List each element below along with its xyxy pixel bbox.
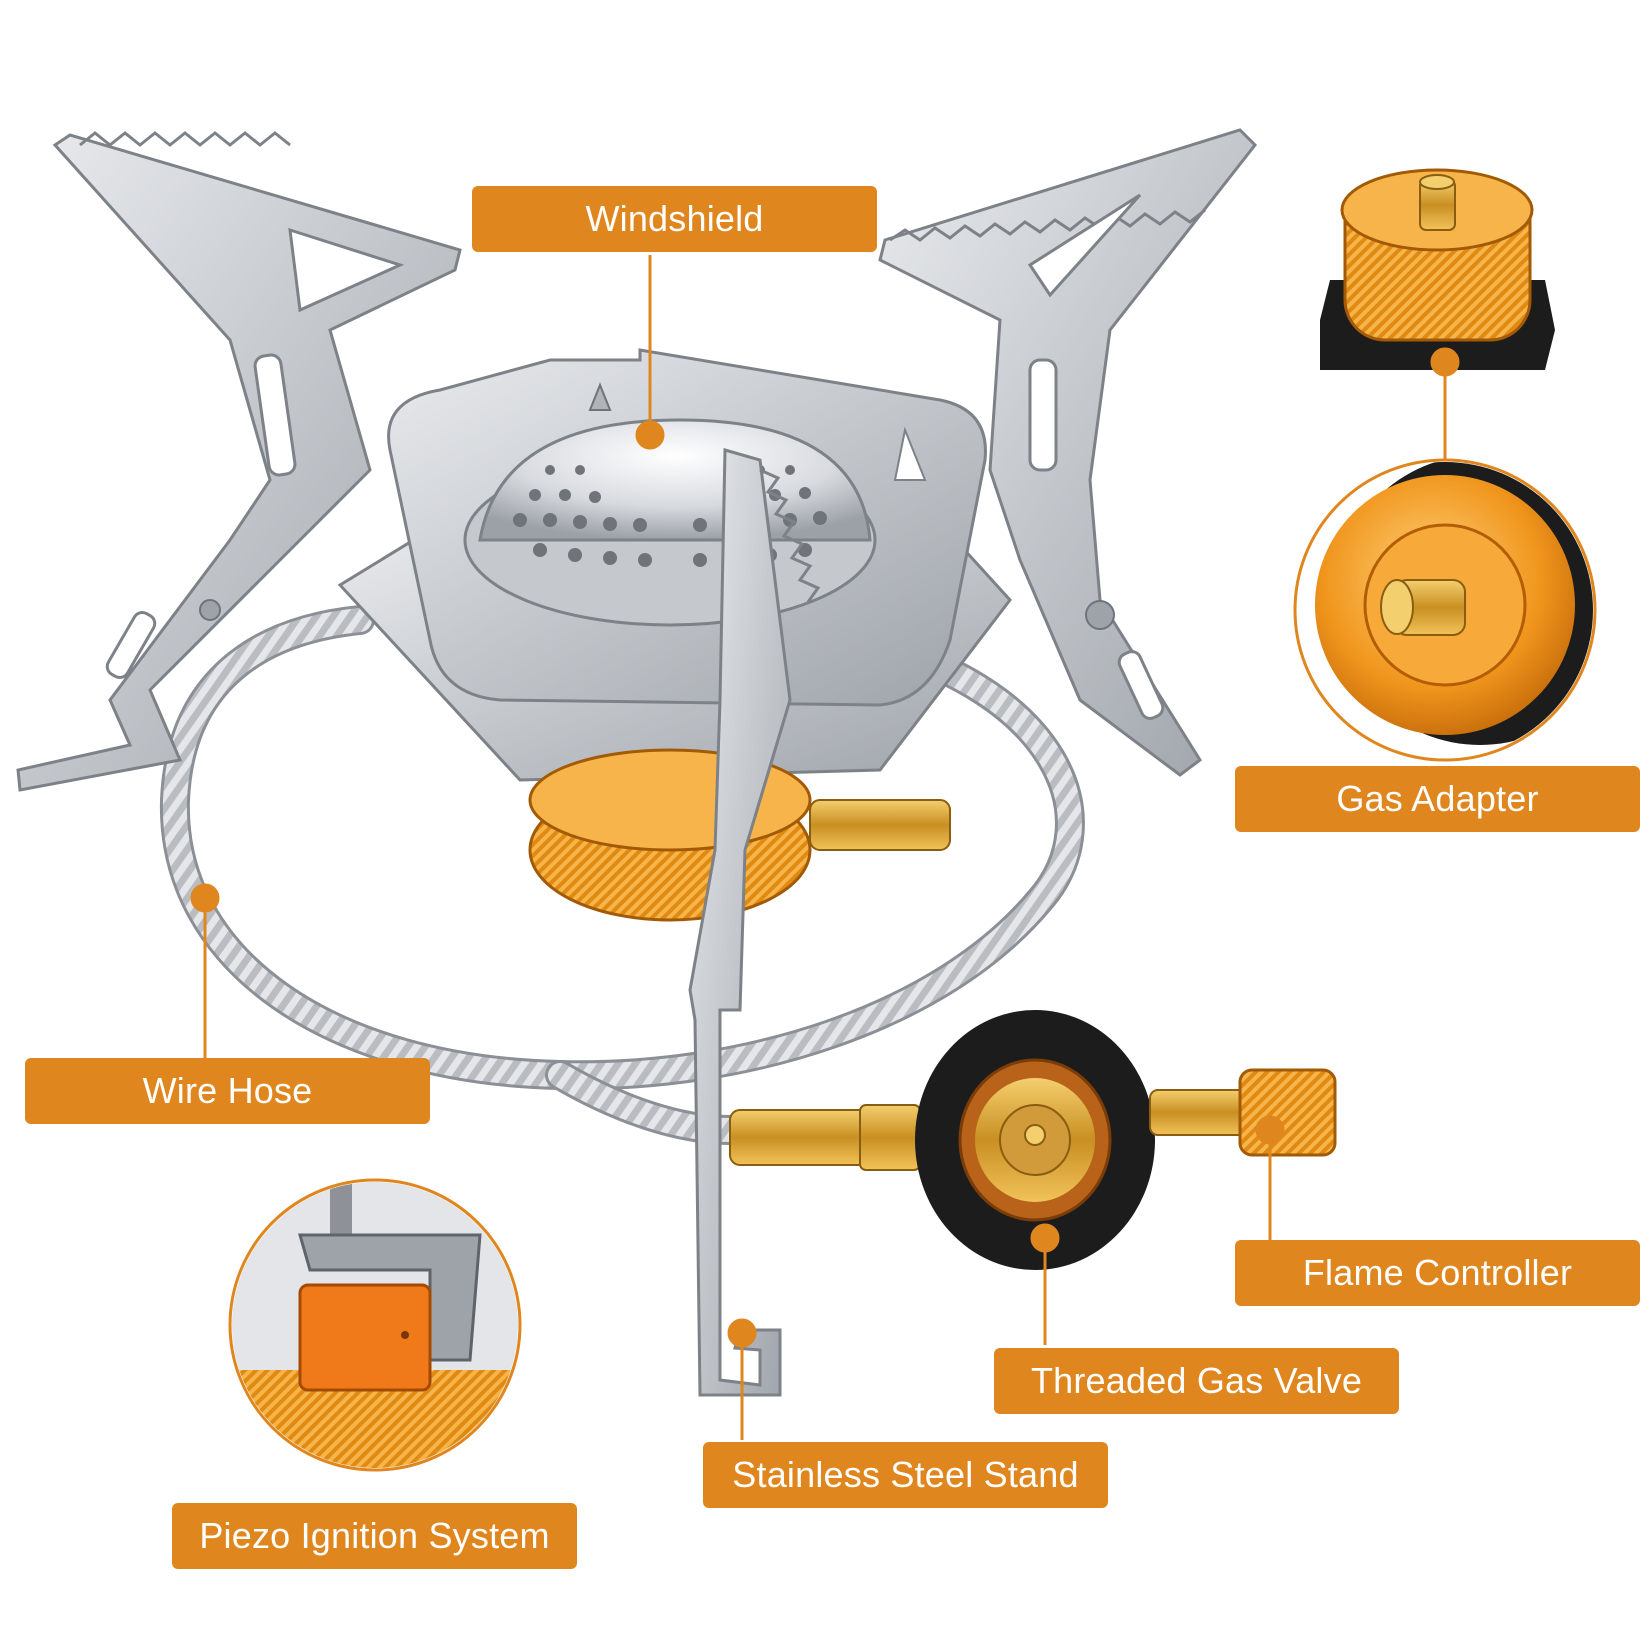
piezo-ignition-zoom-circle <box>228 1178 522 1472</box>
hose-valve-nut <box>859 1104 921 1171</box>
burner-hose-connector <box>809 799 951 851</box>
front-stand-leg <box>688 448 821 1397</box>
flame-controller-label: Flame Controller <box>1235 1240 1640 1306</box>
wire-hose <box>159 605 1085 1145</box>
threaded-gas-valve-label: Threaded Gas Valve <box>994 1348 1399 1414</box>
gas-adapter-zoom-circle <box>1293 458 1597 762</box>
leader-lines <box>190 255 1460 1440</box>
gas-adapter-top-view <box>1320 168 1555 370</box>
threaded-gas-valve-part <box>915 1010 1155 1270</box>
right-pot-support <box>878 128 1258 777</box>
gas-adapter-label: Gas Adapter <box>1235 766 1640 832</box>
windshield-label: Windshield <box>472 186 877 252</box>
wire-hose-label: Wire Hose <box>25 1058 430 1124</box>
left-pot-support <box>16 131 462 792</box>
piezo-ignition-system-label: Piezo Ignition System <box>172 1503 577 1569</box>
stainless-steel-stand-label: Stainless Steel Stand <box>703 1442 1108 1508</box>
hose-valve-fitting <box>729 1109 871 1166</box>
flame-controller-part <box>1149 1068 1337 1157</box>
